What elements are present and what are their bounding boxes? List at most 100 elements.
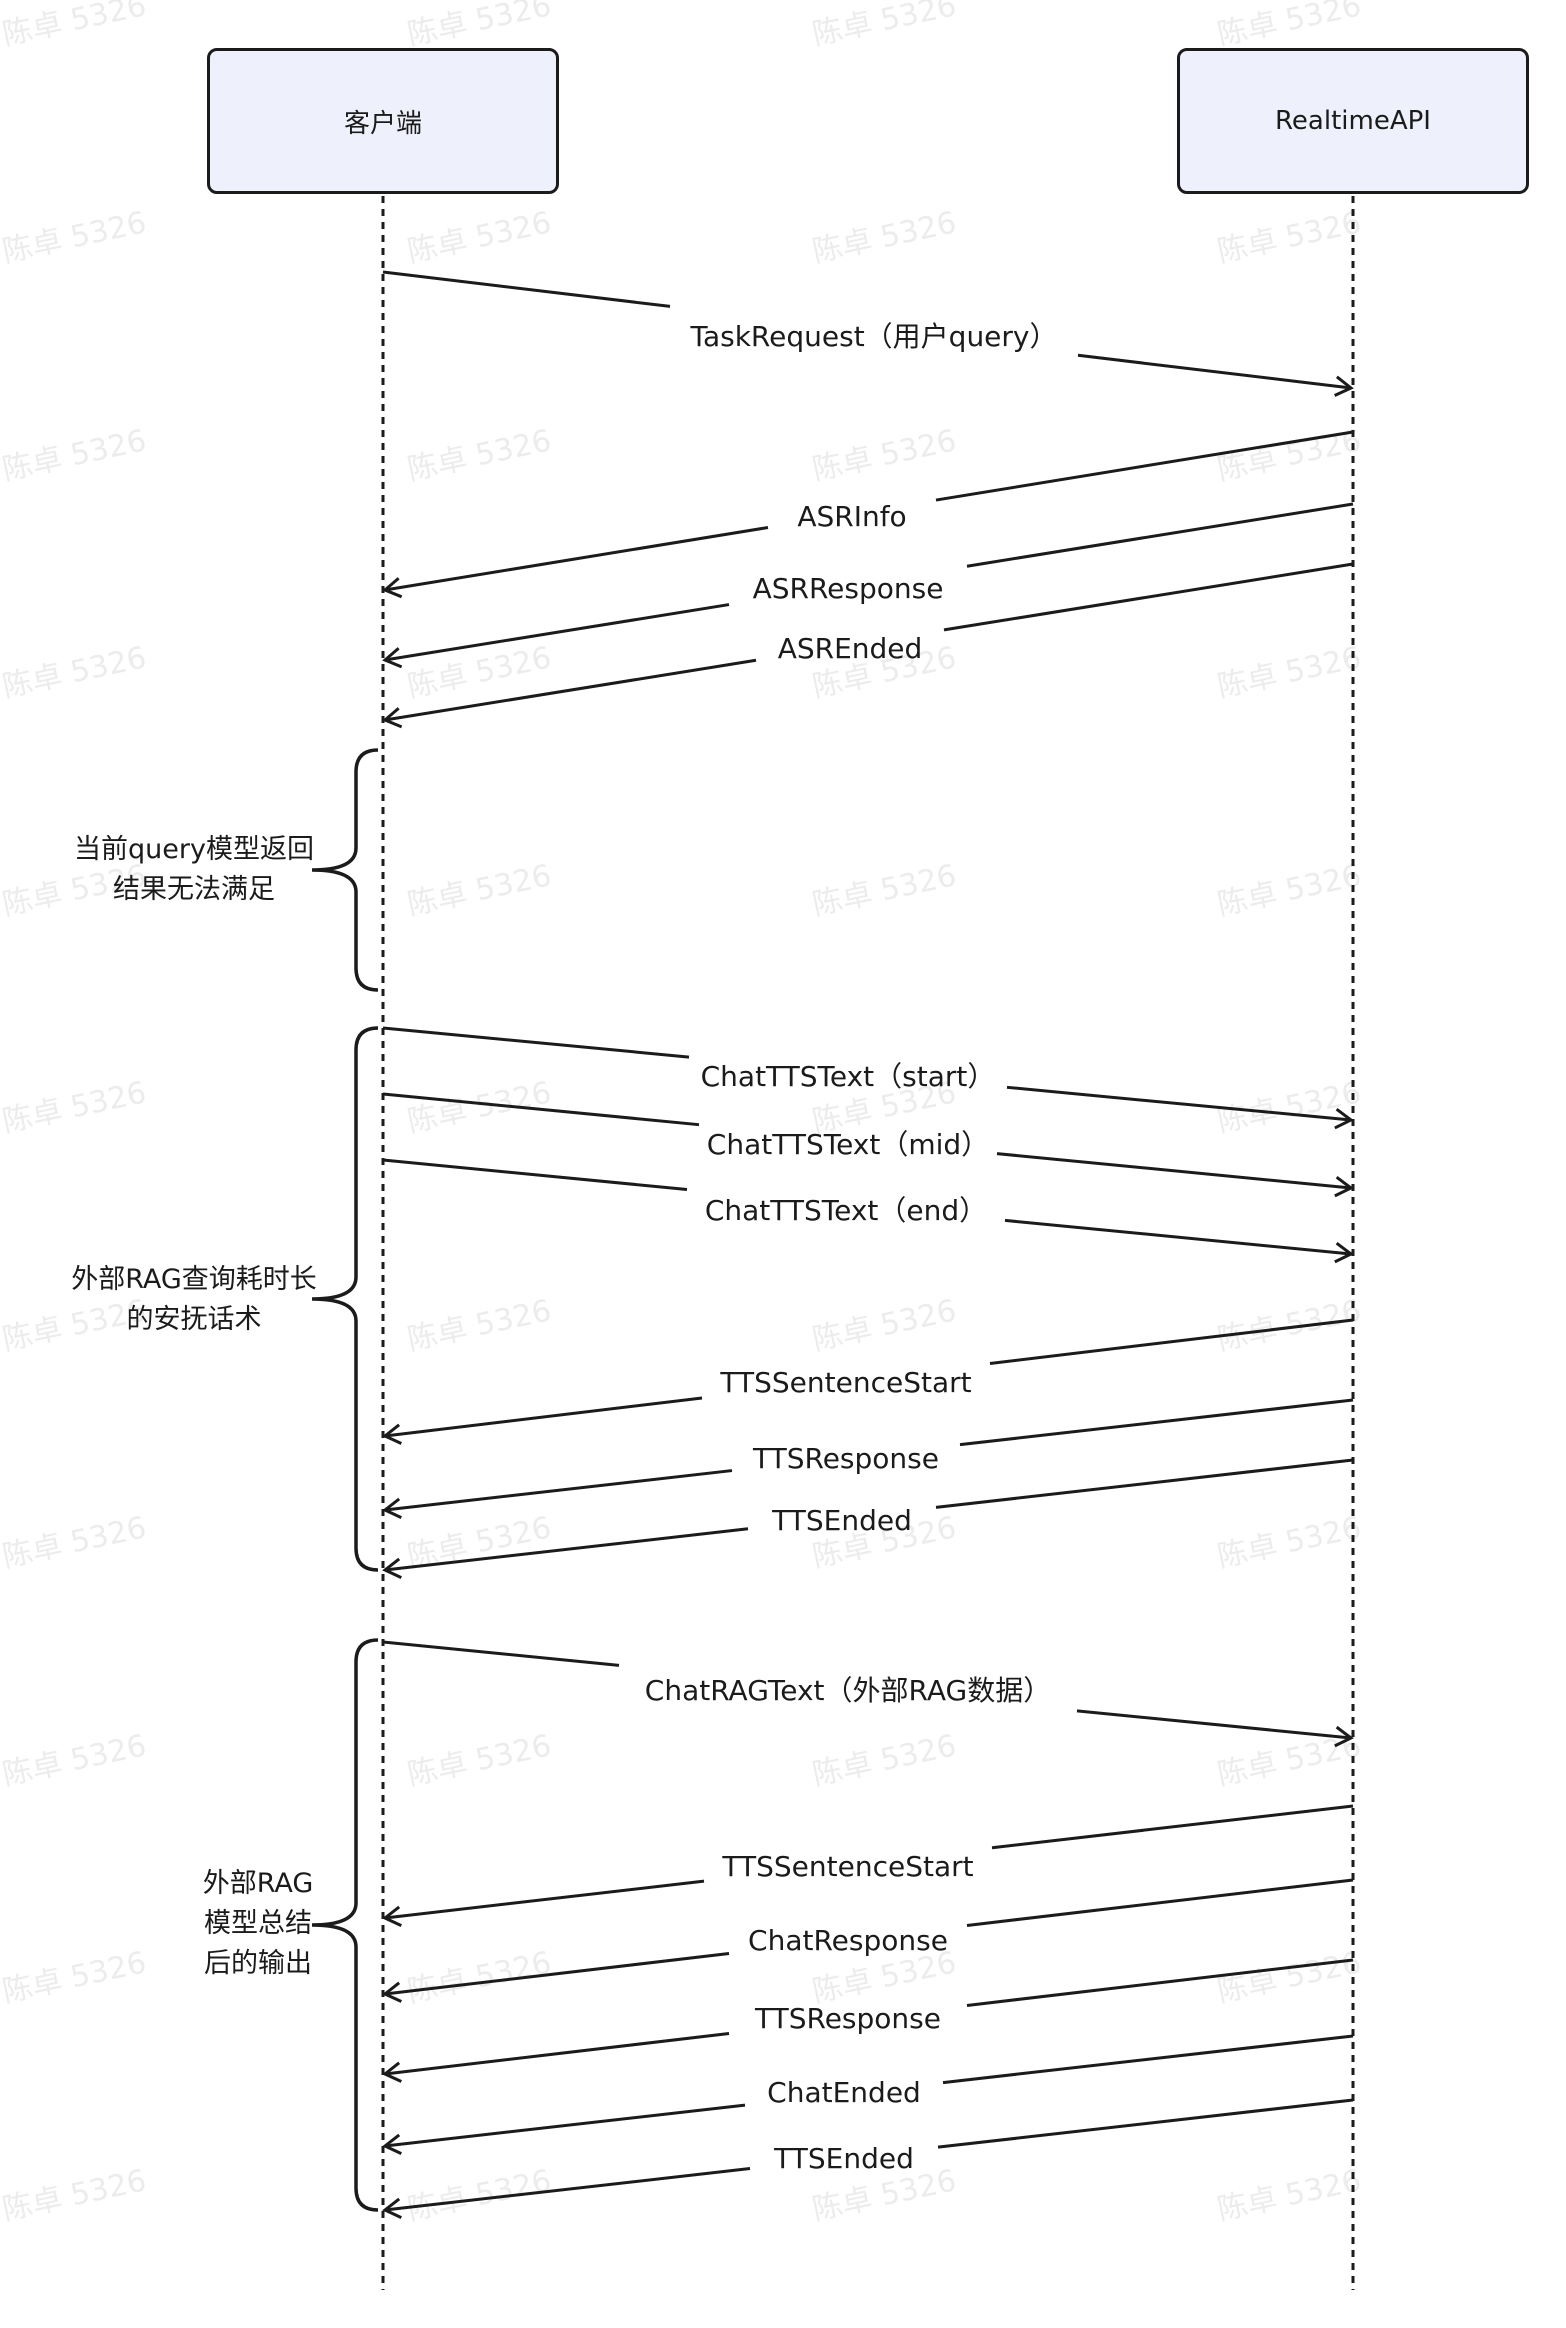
watermark-text: 陈卓 5326 bbox=[809, 1945, 959, 2010]
watermark-text: 陈卓 5326 bbox=[0, 0, 149, 53]
message-line bbox=[996, 1152, 1352, 1190]
watermark-text: 陈卓 5326 bbox=[1214, 1075, 1364, 1140]
message-label: TTSSentenceStart bbox=[719, 1366, 971, 1399]
arrow-head-icon bbox=[382, 2061, 402, 2083]
watermark-text: 陈卓 5326 bbox=[404, 858, 554, 923]
watermark-text: 陈卓 5326 bbox=[404, 1728, 554, 1793]
watermark-text: 陈卓 5326 bbox=[1214, 1510, 1364, 1575]
note-text: 后的输出 bbox=[204, 1948, 312, 1979]
message-line bbox=[384, 2167, 751, 2212]
arrow-head-icon bbox=[382, 1497, 402, 1519]
watermark-text: 陈卓 5326 bbox=[404, 1945, 554, 2010]
arrow-head-icon bbox=[1334, 1725, 1354, 1748]
message-label: ChatResponse bbox=[748, 1924, 948, 1957]
message-label: ChatTTSText（mid） bbox=[707, 1128, 989, 1161]
watermark-text: 陈卓 5326 bbox=[0, 1075, 149, 1140]
participant-client: 客户端 bbox=[207, 48, 559, 194]
brace-icon bbox=[311, 1026, 379, 1572]
note-text: 外部RAG bbox=[203, 1868, 314, 1899]
watermark-text: 陈卓 5326 bbox=[809, 640, 959, 705]
message-line bbox=[384, 603, 730, 662]
message-label: TTSEnded bbox=[773, 2142, 914, 2175]
message-label: TTSEnded bbox=[771, 1504, 912, 1537]
arrow-head-icon bbox=[382, 1905, 402, 1927]
watermark-text: 陈卓 5326 bbox=[404, 1075, 554, 1140]
watermark-text: 陈卓 5326 bbox=[809, 1510, 959, 1575]
watermark-text: 陈卓 5326 bbox=[0, 640, 149, 705]
watermark-text: 陈卓 5326 bbox=[404, 640, 554, 705]
message-line bbox=[382, 270, 671, 308]
watermark-text: 陈卓 5326 bbox=[0, 1728, 149, 1793]
message-line bbox=[943, 562, 1354, 632]
watermark-text: 陈卓 5326 bbox=[1214, 0, 1364, 53]
arrow-head-icon bbox=[1334, 1175, 1354, 1198]
message-label: TTSResponse bbox=[752, 1442, 939, 1475]
message-line bbox=[384, 1469, 733, 1512]
message-line bbox=[384, 526, 769, 592]
watermark-text: 陈卓 5326 bbox=[809, 423, 959, 488]
message-line bbox=[937, 2098, 1354, 2149]
watermark-text: 陈卓 5326 bbox=[0, 858, 149, 923]
message-line bbox=[382, 1158, 688, 1192]
message-label: ChatTTSText（start） bbox=[701, 1060, 996, 1093]
message-label: TTSSentenceStart bbox=[721, 1850, 973, 1883]
message-label: ChatEnded bbox=[767, 2076, 921, 2109]
arrow-head-icon bbox=[382, 1981, 402, 2003]
message-label: ChatTTSText（end） bbox=[705, 1194, 987, 1227]
brace-icon bbox=[311, 748, 379, 992]
note-text: 结果无法满足 bbox=[113, 874, 275, 905]
watermark-text: 陈卓 5326 bbox=[404, 2163, 554, 2228]
watermark-text: 陈卓 5326 bbox=[809, 1293, 959, 1358]
arrow-head-icon bbox=[382, 1423, 402, 1445]
note-text: 外部RAG查询耗时长 bbox=[71, 1264, 317, 1295]
watermark-text: 陈卓 5326 bbox=[809, 205, 959, 270]
message-line bbox=[991, 1804, 1354, 1850]
watermark-text: 陈卓 5326 bbox=[1214, 205, 1364, 270]
watermark-text: 陈卓 5326 bbox=[404, 1293, 554, 1358]
message-line bbox=[384, 2031, 730, 2076]
message-line bbox=[384, 1527, 749, 1572]
message-line bbox=[384, 658, 757, 722]
watermark-text: 陈卓 5326 bbox=[1214, 1728, 1364, 1793]
note-text: 当前query模型返回 bbox=[74, 834, 314, 865]
message-label: ASRInfo bbox=[797, 500, 906, 533]
message-line bbox=[989, 1318, 1354, 1365]
watermark-text: 陈卓 5326 bbox=[1214, 1293, 1364, 1358]
message-line bbox=[1006, 1085, 1352, 1122]
participant-api-label: RealtimeAPI bbox=[1275, 106, 1431, 136]
watermark-text: 陈卓 5326 bbox=[0, 2163, 149, 2228]
watermark-text: 陈卓 5326 bbox=[404, 423, 554, 488]
arrow-head-icon bbox=[1334, 1241, 1354, 1264]
message-line bbox=[382, 1640, 620, 1667]
arrow-head-icon bbox=[382, 1557, 402, 1579]
arrow-head-icon bbox=[382, 2133, 402, 2155]
message-line bbox=[1004, 1218, 1352, 1256]
participant-realtime-api: RealtimeAPI bbox=[1177, 48, 1529, 194]
watermark-text: 陈卓 5326 bbox=[404, 0, 554, 53]
arrow-head-icon bbox=[382, 577, 403, 599]
note-text: 的安抚话术 bbox=[127, 1304, 262, 1335]
watermark-text: 陈卓 5326 bbox=[0, 1945, 149, 2010]
watermark-text: 陈卓 5326 bbox=[0, 1293, 149, 1358]
message-line bbox=[959, 1398, 1354, 1447]
message-line bbox=[1076, 1709, 1352, 1740]
brace-icon bbox=[311, 1638, 379, 2212]
message-line bbox=[384, 1951, 730, 1996]
watermark-text: 陈卓 5326 bbox=[1214, 640, 1364, 705]
message-label: ChatRAGText（外部RAG数据） bbox=[645, 1674, 1051, 1707]
arrow-head-icon bbox=[1334, 375, 1354, 397]
message-label: ASREnded bbox=[778, 632, 923, 665]
watermark-text: 陈卓 5326 bbox=[0, 205, 149, 270]
message-line bbox=[935, 1458, 1354, 1509]
message-line bbox=[384, 1396, 703, 1438]
watermark-text: 陈卓 5326 bbox=[1214, 2163, 1364, 2228]
message-label: TTSResponse bbox=[754, 2002, 941, 2035]
participant-client-label: 客户端 bbox=[343, 108, 422, 139]
watermark-text: 陈卓 5326 bbox=[1214, 1945, 1364, 2010]
arrow-head-icon bbox=[1334, 1107, 1354, 1130]
watermark-text: 陈卓 5326 bbox=[1214, 423, 1364, 488]
note-text: 模型总结 bbox=[204, 1908, 312, 1939]
watermark-text: 陈卓 5326 bbox=[809, 1728, 959, 1793]
arrow-head-icon bbox=[382, 707, 403, 729]
watermark-text: 陈卓 5326 bbox=[0, 423, 149, 488]
